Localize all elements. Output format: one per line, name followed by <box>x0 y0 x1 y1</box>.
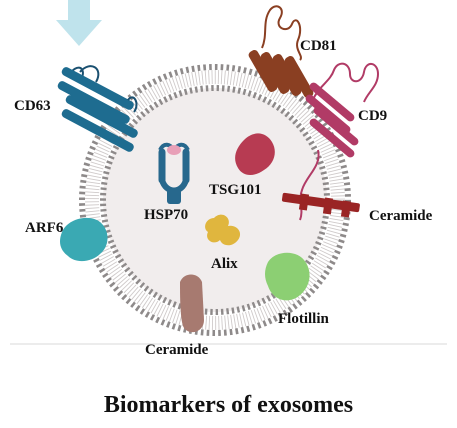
label-cd63: CD63 <box>14 98 51 114</box>
label-ceramide-bottom: Ceramide <box>145 342 209 358</box>
down-arrow-icon <box>56 0 102 46</box>
alix-protein <box>205 214 241 246</box>
outer-leaflet-heads <box>79 64 351 336</box>
label-arf6: ARF6 <box>25 220 64 236</box>
flotillin-protein <box>265 252 310 301</box>
label-tsg101: TSG101 <box>209 182 262 198</box>
ceramide-right-molecule <box>281 192 360 218</box>
cd9-protein <box>299 62 380 221</box>
label-alix: Alix <box>211 256 238 272</box>
diagram-title: Biomarkers of exosomes <box>104 392 353 418</box>
label-ceramide-right: Ceramide <box>369 208 433 224</box>
lipid-tails <box>85 70 345 330</box>
tsg101-protein <box>235 133 275 175</box>
label-hsp70: HSP70 <box>144 207 188 223</box>
label-flotillin: Flotillin <box>278 311 329 327</box>
cd81-protein <box>248 5 314 98</box>
cd63-protein <box>57 65 138 152</box>
hsp70-protein <box>158 142 190 204</box>
label-cd9: CD9 <box>358 108 387 124</box>
arf6-protein <box>60 217 108 262</box>
label-cd81: CD81 <box>300 38 337 54</box>
ceramide-bottom-molecule <box>180 274 204 333</box>
